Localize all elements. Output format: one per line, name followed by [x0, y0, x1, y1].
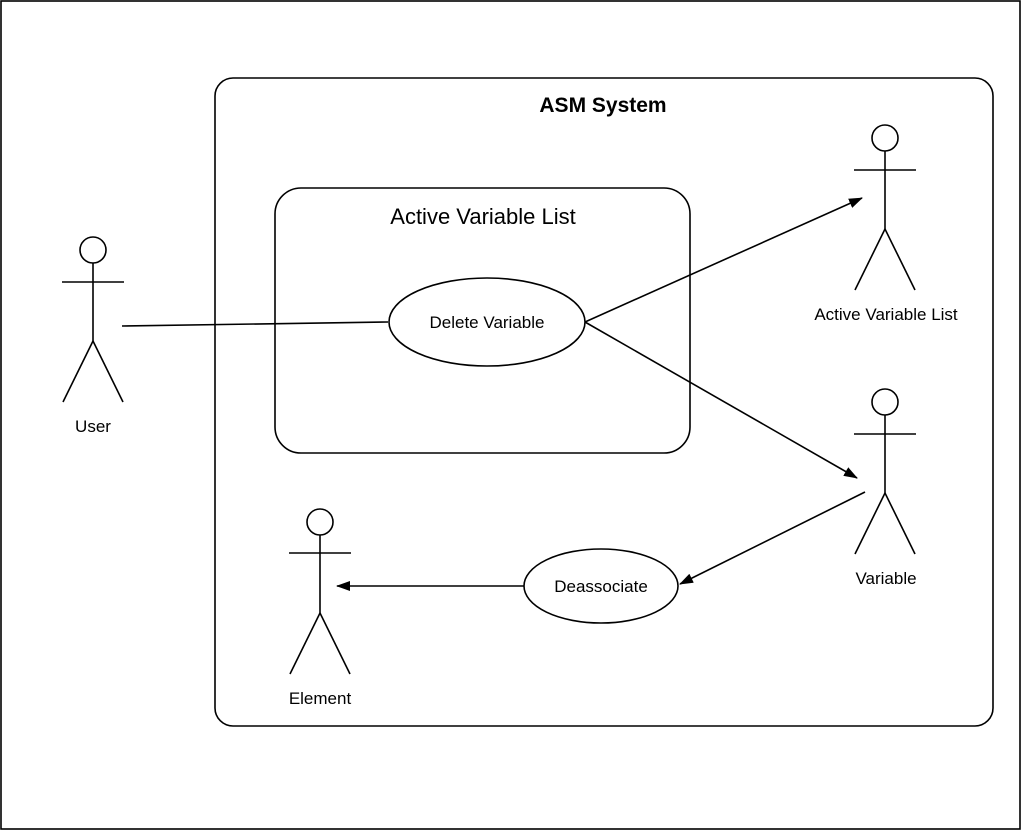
actor-variable[interactable]: [854, 388, 916, 555]
actor-variable-label: Variable: [855, 569, 916, 588]
package-boundary: [274, 187, 691, 454]
arrow-delete-to-active-variable-list: [584, 197, 863, 323]
use-case-delete-variable[interactable]: [388, 277, 586, 367]
system-title: ASM System: [539, 94, 666, 117]
actor-user[interactable]: [62, 236, 124, 403]
actor-user-label: User: [75, 417, 111, 436]
use-case-deassociate-label: Deassociate: [554, 577, 648, 596]
package-title: Active Variable List: [390, 204, 575, 229]
actor-active-variable-list[interactable]: [854, 124, 916, 291]
arrow-variable-to-deassociate: [679, 491, 866, 585]
use-case-deassociate[interactable]: [523, 548, 679, 624]
arrow-delete-to-variable: [584, 321, 858, 479]
use-case-delete-variable-label: Delete Variable: [430, 313, 545, 332]
system-boundary: [214, 77, 994, 727]
actor-element-label: Element: [289, 689, 352, 708]
actor-element[interactable]: [289, 508, 351, 675]
association-user-delete: [121, 321, 389, 327]
actor-active-variable-list-label: Active Variable List: [814, 305, 958, 324]
